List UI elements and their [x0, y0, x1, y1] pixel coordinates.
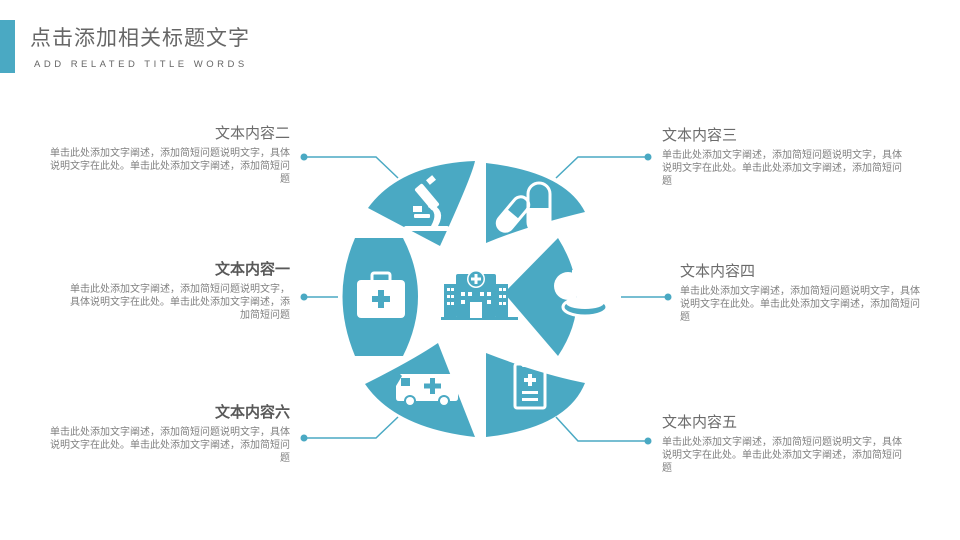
connector-dot-five	[644, 437, 652, 445]
connector-dot-six	[300, 434, 308, 442]
page-subtitle: ADD RELATED TITLE WORDS	[34, 59, 248, 70]
title-accent-bar	[0, 20, 15, 73]
petal-five	[486, 353, 585, 437]
connector-three	[555, 156, 648, 179]
petal-four	[504, 238, 577, 356]
connector-six	[304, 416, 399, 439]
medical-kit-icon	[357, 271, 405, 318]
connector-five	[555, 416, 648, 442]
item-five-desc: 单击此处添加文字阐述，添加简短问题说明文字，具体说明文字在此处。单击此处添加文字…	[662, 437, 902, 474]
connector-dot-three	[644, 153, 652, 161]
item-two: 文本内容二 单击此处添加文字阐述，添加简短问题说明文字，具体说明文字在此处。单击…	[50, 123, 290, 186]
item-one-desc: 单击此处添加文字阐述，添加简短问题说明文字，具体说明文字在此处。单击此处添加文字…	[70, 284, 290, 321]
item-two-desc: 单击此处添加文字阐述，添加简短问题说明文字，具体说明文字在此处。单击此处添加文字…	[50, 148, 290, 185]
ambulance-icon	[396, 374, 458, 407]
item-three: 文本内容三 单击此处添加文字阐述，添加简短问题说明文字，具体说明文字在此处。单击…	[662, 125, 902, 188]
hospital-icon	[441, 270, 518, 320]
clipboard-icon	[513, 360, 547, 410]
item-four: 文本内容四 单击此处添加文字阐述，添加简短问题说明文字，具体说明文字在此处。单击…	[680, 261, 920, 324]
item-three-title: 文本内容三	[662, 126, 738, 144]
item-one: 文本内容一 单击此处添加文字阐述，添加简短问题说明文字，具体说明文字在此处。单击…	[50, 259, 290, 322]
item-five: 文本内容五 单击此处添加文字阐述，添加简短问题说明文字，具体说明文字在此处。单击…	[662, 412, 902, 475]
chart-pill-icon	[554, 270, 609, 318]
connector-dot-four	[664, 293, 672, 301]
item-six: 文本内容六 单击此处添加文字阐述，添加简短问题说明文字，具体说明文字在此处。单击…	[50, 402, 290, 465]
item-five-title: 文本内容五	[662, 413, 738, 431]
item-four-desc: 单击此处添加文字阐述，添加简短问题说明文字，具体说明文字在此处。单击此处添加文字…	[680, 286, 920, 323]
item-three-desc: 单击此处添加文字阐述，添加简短问题说明文字，具体说明文字在此处。单击此处添加文字…	[662, 150, 902, 187]
connector-dot-two	[300, 153, 308, 161]
page-title: 点击添加相关标题文字	[30, 26, 250, 50]
petal-two	[368, 161, 475, 246]
microscope-icon	[404, 175, 449, 231]
pills-icon	[495, 181, 552, 235]
item-two-title: 文本内容二	[214, 124, 290, 142]
item-one-title: 文本内容一	[214, 260, 290, 278]
item-four-title: 文本内容四	[680, 262, 756, 280]
item-six-title: 文本内容六	[214, 403, 290, 421]
connector-two	[304, 156, 399, 179]
connector-dot-one	[300, 293, 308, 301]
item-six-desc: 单击此处添加文字阐述，添加简短问题说明文字，具体说明文字在此处。单击此处添加文字…	[50, 427, 290, 464]
